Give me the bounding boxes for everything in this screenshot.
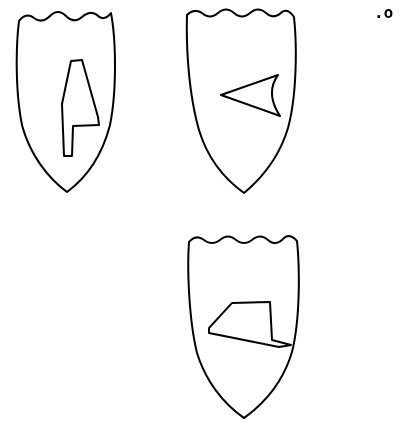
shield-3-outline: [188, 236, 299, 418]
flag-shape-icon: [62, 60, 99, 156]
shield-1: [17, 12, 115, 192]
shield-3: [188, 236, 299, 418]
boot-shape-icon: [209, 302, 291, 347]
shield-1-outline: [17, 12, 115, 192]
shield-2: [187, 10, 296, 194]
marker-label: .o: [374, 3, 393, 22]
arrowhead-left-icon: [221, 75, 280, 116]
